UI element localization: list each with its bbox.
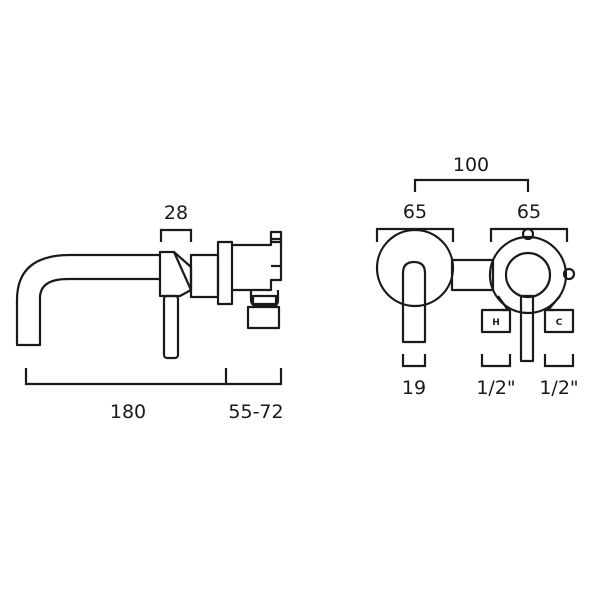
side-lever-handle xyxy=(162,294,180,360)
hot-label: H xyxy=(492,318,500,328)
dim-bracket-handle xyxy=(159,228,193,242)
mount-lug-right xyxy=(562,267,576,281)
connecting-bar xyxy=(450,258,495,292)
spout-outline xyxy=(15,253,160,347)
dim-bracket-lever xyxy=(401,354,427,368)
front-spout-lever xyxy=(401,260,427,344)
dim-label-depth: 55-72 xyxy=(228,401,283,423)
dim-label-handle: 28 xyxy=(164,202,188,224)
cold-inlet-nut xyxy=(543,308,575,334)
dim-label-spout: 180 xyxy=(110,401,146,423)
dim-label-overall: 100 xyxy=(453,154,489,176)
dim-label-cold: 1/2" xyxy=(539,377,578,399)
valve-body xyxy=(232,237,283,292)
dim-bracket-right-plate xyxy=(489,227,569,242)
dim-bracket-hot xyxy=(480,354,512,368)
dim-bracket-depth xyxy=(226,368,283,386)
dim-bracket-left-plate xyxy=(375,227,455,242)
valve-plate xyxy=(488,235,568,315)
inlet-nut xyxy=(246,305,281,330)
dim-label-right-plate: 65 xyxy=(517,201,541,223)
dim-bracket-spout xyxy=(24,368,228,386)
dim-bracket-cold xyxy=(543,354,575,368)
wall-plate xyxy=(216,240,234,306)
valve-cartridge xyxy=(504,251,552,299)
wall-flange xyxy=(189,253,220,299)
tap-body xyxy=(158,250,193,298)
front-view: H C 100 65 65 19 1/2" 1/2" xyxy=(375,154,579,399)
cold-label: C xyxy=(556,318,563,328)
valve-lever xyxy=(519,294,535,363)
side-view: 28 180 55-72 xyxy=(15,202,284,423)
dim-label-lever: 19 xyxy=(402,377,426,399)
dim-label-hot: 1/2" xyxy=(476,377,515,399)
spout-plate xyxy=(375,228,455,308)
dim-bracket-overall xyxy=(413,178,530,192)
hot-inlet-nut xyxy=(480,308,512,334)
dim-label-left-plate: 65 xyxy=(403,201,427,223)
